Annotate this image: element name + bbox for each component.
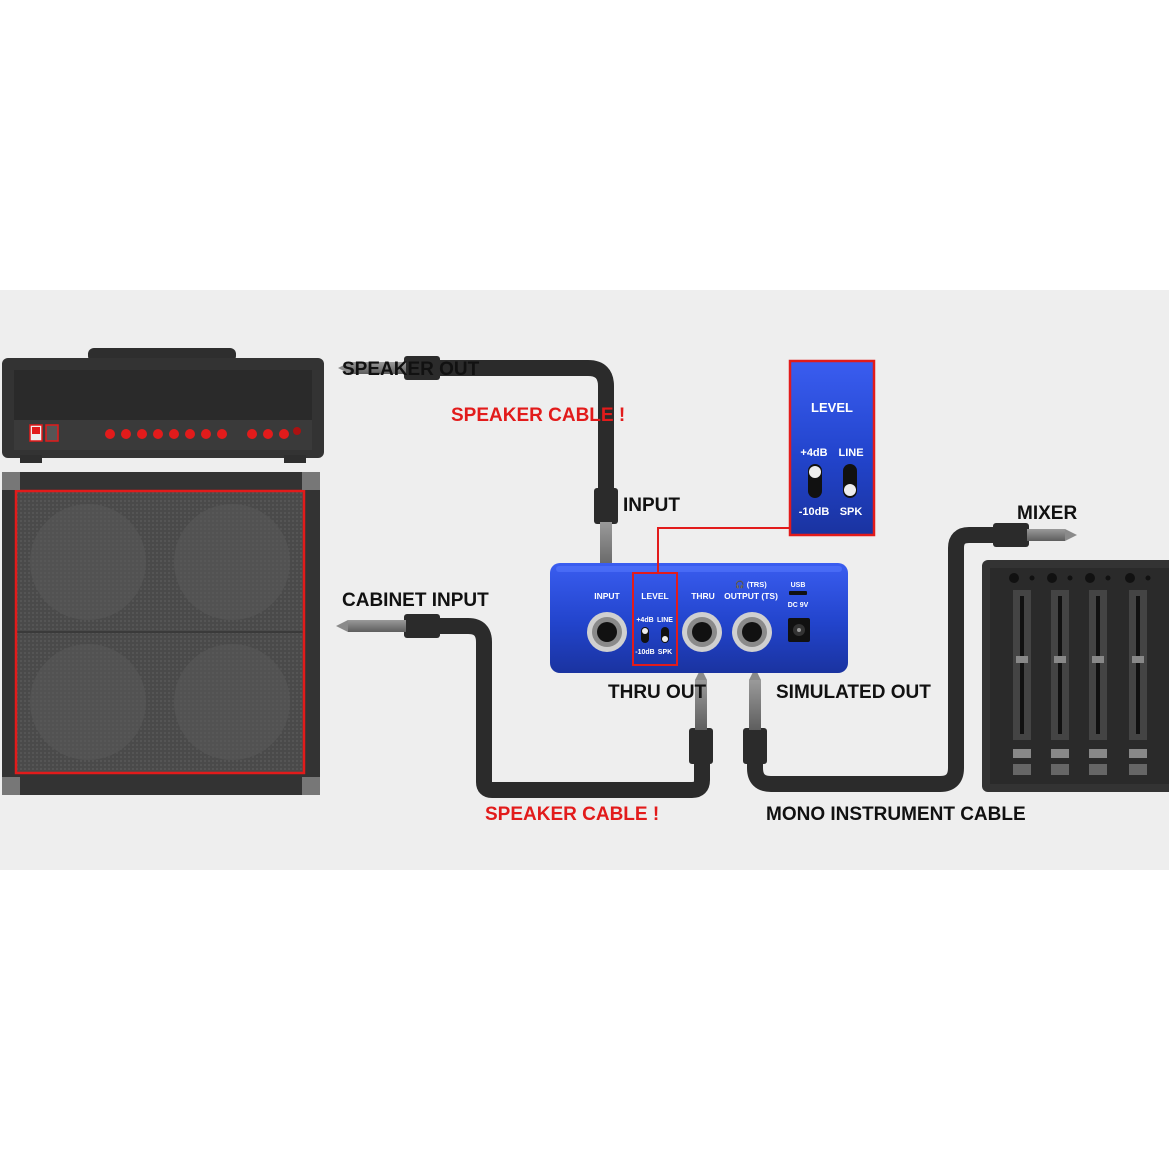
mixer-fader-cap (1016, 656, 1028, 663)
amp-knob (153, 429, 163, 439)
amp-knob (169, 429, 179, 439)
mixer-knob (1009, 573, 1019, 583)
zoom-minus10-label: -10dB (799, 506, 830, 518)
mixer-knob (1125, 573, 1135, 583)
device-line-label: LINE (657, 617, 673, 624)
mixer (982, 560, 1169, 792)
amp-knob (279, 429, 289, 439)
label-input: INPUT (623, 495, 680, 516)
mixer-fader-cap (1092, 656, 1104, 663)
mixer-knob (1085, 573, 1095, 583)
device-minus10-label: -10dB (635, 649, 654, 656)
zoom-level-label: LEVEL (811, 400, 853, 415)
device-output-label: OUTPUT (TS) (724, 591, 778, 601)
label-thru-out: THRU OUT (608, 682, 707, 703)
amp-knob (263, 429, 273, 439)
device-spk-label: SPK (658, 649, 672, 656)
cable-output-to-mixer (747, 527, 1003, 792)
speaker-cabinet (2, 472, 320, 795)
amp-knobs (105, 429, 289, 439)
cable-thru-to-cabinet (412, 618, 710, 798)
mixer-button (1129, 764, 1147, 775)
amp-grill (14, 370, 312, 420)
amp-knob (121, 429, 131, 439)
zoom-plus4-label: +4dB (800, 447, 827, 459)
mixer-button (1051, 764, 1069, 775)
thru-jack[interactable] (682, 612, 722, 652)
usb-port (789, 591, 807, 595)
plug-mixer (993, 523, 1077, 547)
device-input-label: INPUT (594, 591, 620, 601)
label-mixer: MIXER (1017, 503, 1077, 524)
cabinet-highlight (14, 489, 306, 775)
device-dc-label: DC 9V (788, 602, 809, 609)
label-speaker-out: SPEAKER OUT (342, 359, 480, 380)
standby-switch (45, 424, 59, 442)
input-jack[interactable] (587, 612, 627, 652)
cables (412, 360, 1003, 798)
plug-cabinet-input (336, 614, 440, 638)
mixer-button (1051, 749, 1069, 758)
device-usb-label: USB (791, 582, 806, 589)
amp-knob (185, 429, 195, 439)
mixer-led (1105, 575, 1111, 581)
mixer-channel-strips (1009, 573, 1151, 775)
cabinet-speaker-1 (30, 504, 146, 620)
mixer-led (1145, 575, 1151, 581)
cabinet-speaker-3 (30, 644, 146, 760)
device-thru-label: THRU (691, 591, 715, 601)
amp-knob (201, 429, 211, 439)
output-jack[interactable] (732, 612, 772, 652)
amp-knob (137, 429, 147, 439)
cabinet-speaker-4 (174, 644, 290, 760)
zoom-line-label: LINE (838, 447, 863, 459)
device-plus4-label: +4dB (636, 617, 653, 624)
device-trs-label: 🎧 (TRS) (735, 580, 767, 589)
label-speaker-cable-top: SPEAKER CABLE ! (451, 405, 625, 426)
amp-knob (217, 429, 227, 439)
mixer-led (1067, 575, 1073, 581)
mixer-button (1013, 749, 1031, 758)
mixer-button (1089, 764, 1107, 775)
label-simulated-out: SIMULATED OUT (776, 682, 931, 703)
mixer-knob (1047, 573, 1057, 583)
amp-knob (105, 429, 115, 439)
cabinet-speaker-2 (174, 504, 290, 620)
label-mono-instrument-cable: MONO INSTRUMENT CABLE (766, 804, 1026, 825)
cable-amp-to-input (422, 360, 614, 500)
plug-simulated-out (743, 668, 767, 764)
plug-speaker-out (338, 356, 440, 380)
level-zoom-callout: LEVEL +4dB LINE -10dB SPK (788, 359, 876, 537)
mixer-fader-cap (1132, 656, 1144, 663)
amp-panel (14, 420, 312, 450)
dc-power-jack (788, 618, 810, 642)
mixer-fader-cap (1054, 656, 1066, 663)
level-switch-highlight (632, 572, 678, 666)
mixer-button (1013, 764, 1031, 775)
label-speaker-cable-bottom: SPEAKER CABLE ! (485, 804, 659, 825)
plug-thru-out (689, 668, 713, 764)
mixer-led (1029, 575, 1035, 581)
zoom-spk-label: SPK (840, 506, 863, 518)
amp-knob (247, 429, 257, 439)
amp-head (2, 348, 324, 463)
cab-simulator-device: INPUT LEVEL THRU 🎧 (TRS) OUTPUT (TS) USB… (550, 563, 848, 673)
amp-jewel-light (293, 427, 301, 435)
mixer-button (1129, 749, 1147, 758)
mixer-button (1089, 749, 1107, 758)
device-level-label: LEVEL (641, 591, 668, 601)
label-cabinet-input: CABINET INPUT (342, 590, 489, 611)
